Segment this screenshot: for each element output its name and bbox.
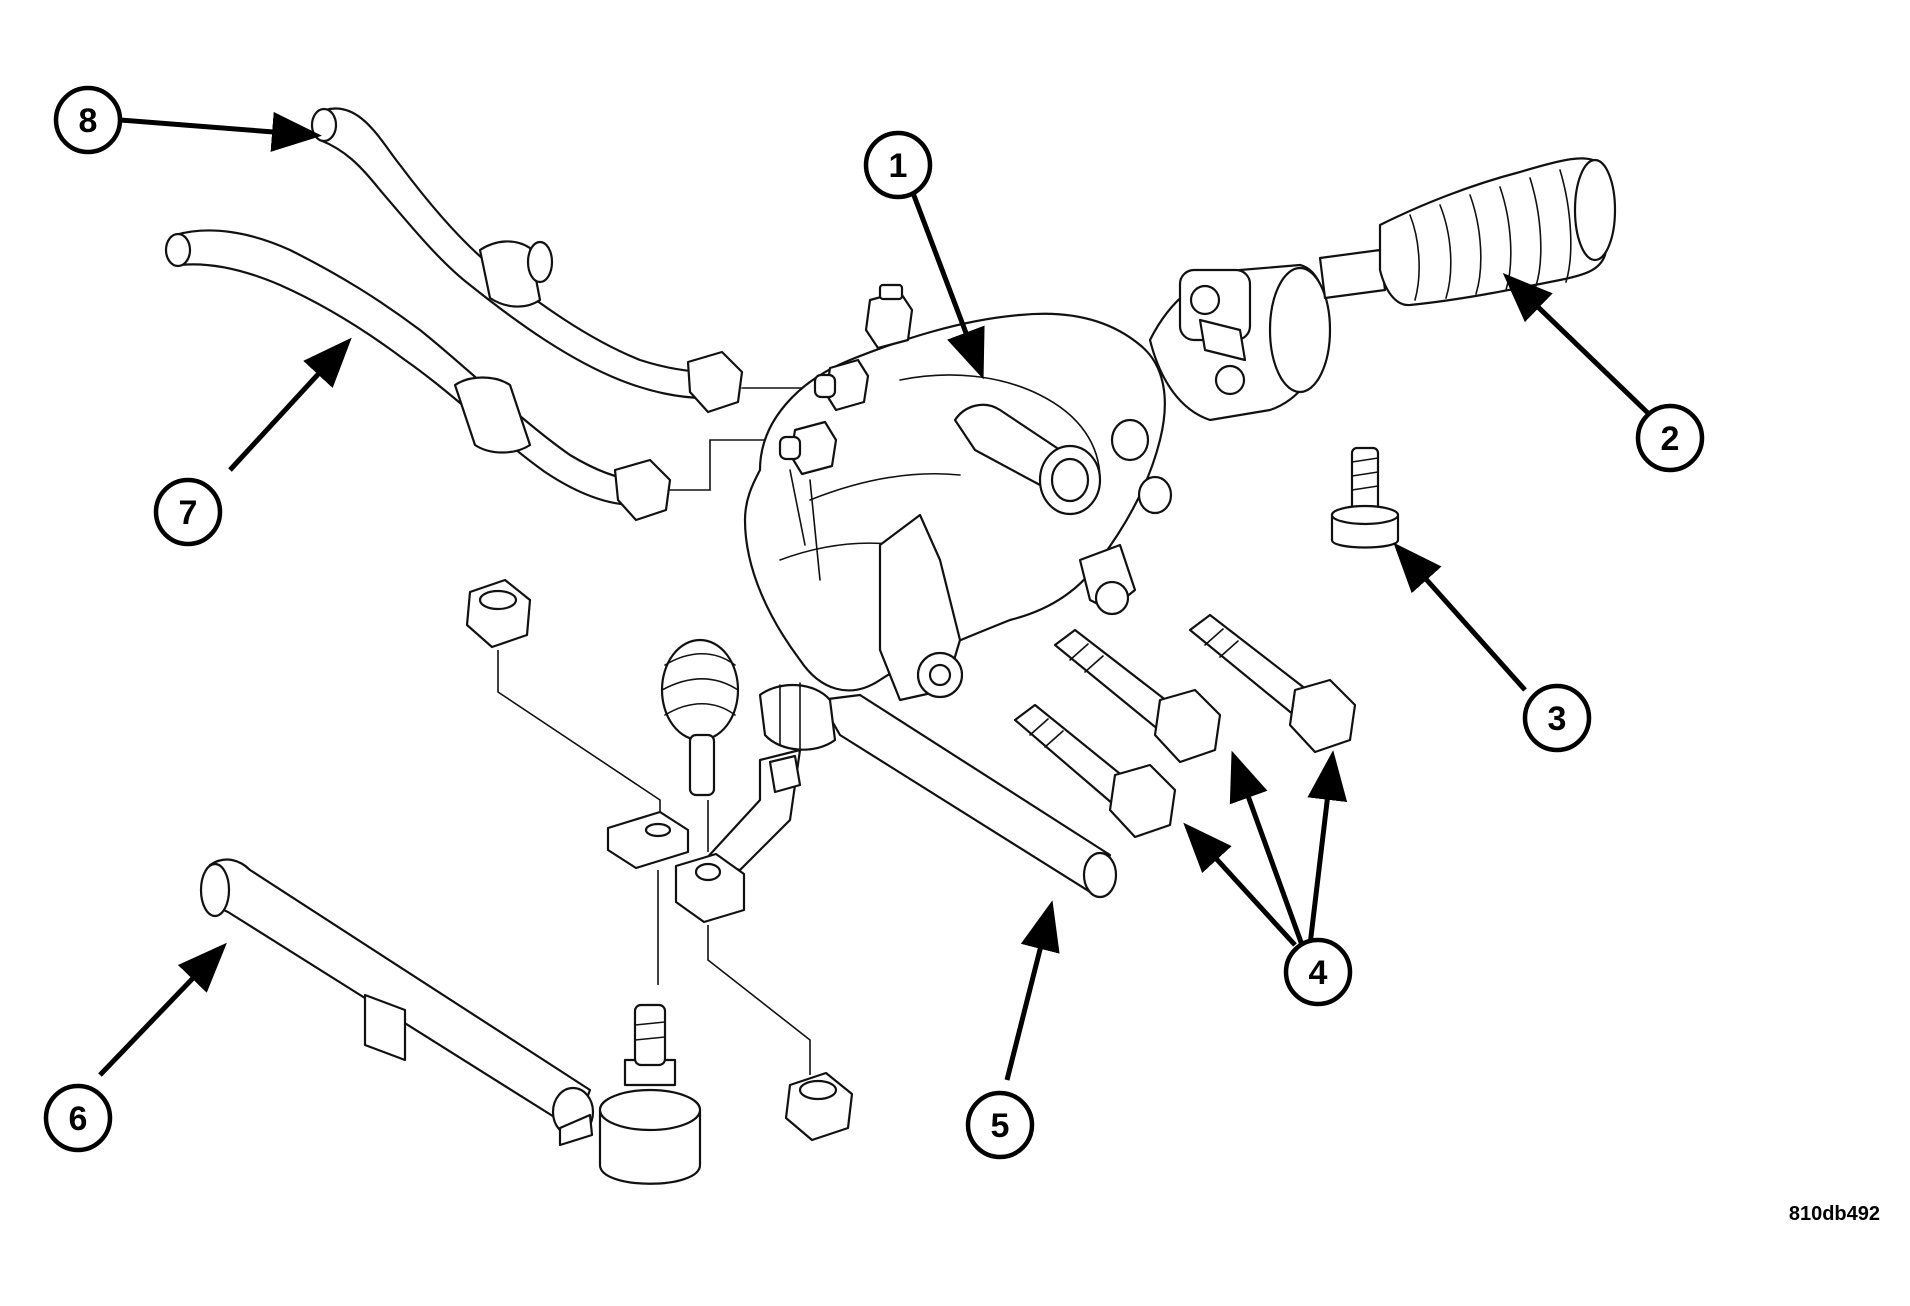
callout-7: 7	[153, 477, 223, 547]
svg-text:5: 5	[991, 1107, 1010, 1145]
svg-text:4: 4	[1309, 954, 1328, 992]
part-6-tie-rod-end	[199, 858, 702, 1185]
callout-2: 2	[1635, 403, 1705, 473]
part-8-pressure-hose	[310, 107, 811, 414]
part-7-return-hose	[164, 229, 781, 522]
callout-6: 6	[43, 1083, 113, 1153]
callout-3: 3	[1522, 683, 1592, 753]
svg-text:7: 7	[179, 494, 198, 532]
svg-text:3: 3	[1548, 700, 1567, 738]
part-5-tie-rod	[660, 638, 1118, 899]
link-bracket	[606, 800, 811, 1075]
part-3-bolt	[1330, 446, 1400, 549]
callout-arrows	[98, 111, 1652, 1081]
part-1-steering-gear-housing	[743, 283, 1173, 702]
input-shaft-coupler	[1148, 263, 1332, 422]
svg-text:6: 6	[69, 1100, 88, 1138]
callout-1: 1	[863, 130, 933, 200]
svg-text:2: 2	[1661, 420, 1680, 458]
svg-text:8: 8	[79, 102, 98, 140]
figure-code: 810db492	[1788, 1203, 1880, 1225]
svg-text:1: 1	[889, 147, 908, 185]
lower-nut	[784, 1071, 854, 1142]
callout-8: 8	[53, 85, 123, 155]
part-4-mounting-bolts	[1013, 613, 1357, 839]
callout-4: 4	[1283, 937, 1353, 1007]
upper-nut	[465, 578, 661, 830]
part-2-shaft-boot	[1318, 157, 1617, 307]
callout-5: 5	[965, 1090, 1035, 1160]
